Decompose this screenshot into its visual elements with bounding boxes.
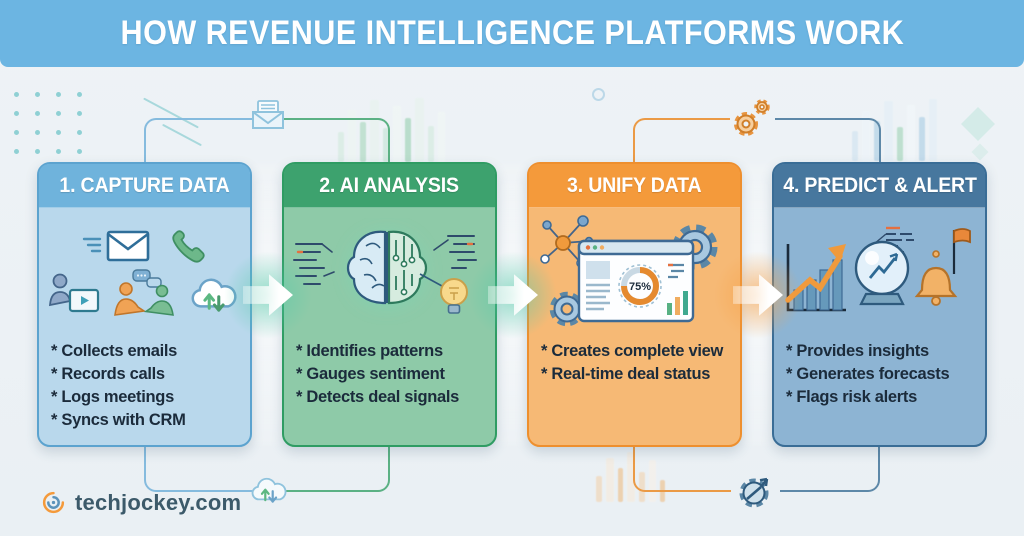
bullet-item: * Generates forecasts xyxy=(786,365,950,384)
card-icon-cluster xyxy=(284,208,495,336)
circle-decoration xyxy=(592,88,605,101)
step-card-predict-alert: 4. PREDICT & ALERT xyxy=(772,162,987,447)
brand-text: techjockey.com xyxy=(75,489,242,515)
connector-line xyxy=(780,447,880,492)
card-header: 3. UNIFY DATA xyxy=(529,164,740,208)
connector-line xyxy=(775,118,881,164)
bullet-list: * Provides insights * Generates forecasts… xyxy=(774,336,985,409)
bullet-item: * Creates complete view xyxy=(541,342,724,360)
bullet-item: * Identifies patterns xyxy=(296,342,443,360)
card-title: 2. AI ANALYSIS xyxy=(319,173,460,197)
dashboard-window-icon: 75% xyxy=(539,215,717,327)
card-header: 1. CAPTURE DATA xyxy=(39,164,250,208)
meeting-people-icon xyxy=(113,269,174,316)
skyline-decoration xyxy=(338,96,445,162)
card-icon-cluster: 75% xyxy=(529,208,740,336)
flow-arrow-2-icon xyxy=(468,249,558,341)
connector-line xyxy=(144,118,254,164)
lightbulb-icon xyxy=(439,278,468,314)
card-icon-cluster xyxy=(39,208,250,336)
bullet-list: * Collects emails * Records calls * Logs m… xyxy=(39,336,250,432)
bullet-item: * Logs meetings xyxy=(51,388,174,407)
card-title: 1. CAPTURE DATA xyxy=(59,173,230,197)
card-icon-cluster xyxy=(774,208,985,336)
card-header: 4. PREDICT & ALERT xyxy=(774,164,985,208)
ai-brain-icon xyxy=(292,230,477,314)
skyline-decoration xyxy=(852,95,937,161)
bullet-item: * Records calls xyxy=(51,365,165,384)
card-header: 2. AI ANALYSIS xyxy=(284,164,495,208)
person-video-icon xyxy=(48,273,99,313)
page-title: HOW REVENUE INTELLIGENCE PLATFORMS WORK xyxy=(120,14,904,52)
cloud-arrows-icon xyxy=(251,477,287,503)
sync-gear-icon xyxy=(739,477,769,508)
connector-line xyxy=(285,447,390,492)
brand: techjockey.com xyxy=(40,489,241,516)
title-bar: HOW REVENUE INTELLIGENCE PLATFORMS WORK xyxy=(0,0,1024,67)
bullet-item: * Gauges sentiment xyxy=(296,365,445,384)
predict-alert-icons xyxy=(784,226,971,312)
step-card-ai-analysis: 2. AI ANALYSIS xyxy=(282,162,497,447)
flow-arrow-1-icon xyxy=(223,249,313,341)
diamond-decoration xyxy=(961,107,995,141)
phone-icon xyxy=(171,230,205,263)
bullet-item: * Flags risk alerts xyxy=(786,388,917,407)
gears-icon xyxy=(734,99,770,136)
flow-arrow-3-icon xyxy=(713,249,803,341)
bullet-item: * Detects deal signals xyxy=(296,388,460,407)
email-envelope-icon xyxy=(82,230,149,262)
bullet-item: * Collects emails xyxy=(51,342,178,360)
bullet-list: * Creates complete view * Real-time deal … xyxy=(529,336,740,386)
alert-bell-icon xyxy=(914,228,971,306)
dashboard-percent-label: 75% xyxy=(628,281,650,293)
card-title: 4. PREDICT & ALERT xyxy=(782,173,977,197)
connector-line xyxy=(633,118,730,164)
connector-line xyxy=(144,447,254,492)
step-card-capture-data: 1. CAPTURE DATA xyxy=(37,162,252,447)
connector-line xyxy=(633,447,731,492)
card-title: 3. UNIFY DATA xyxy=(567,173,702,197)
bullet-item: * Provides insights xyxy=(786,342,929,360)
swirl-logo-icon xyxy=(42,491,65,514)
connector-line xyxy=(282,118,390,164)
step-card-unify-data: 3. UNIFY DATA xyxy=(527,162,742,447)
bullet-list: * Identifies patterns * Gauges sentiment *… xyxy=(284,336,495,409)
bullet-item: * Syncs with CRM xyxy=(51,411,186,430)
email-letter-icon xyxy=(252,100,284,129)
dot-grid-decoration xyxy=(14,92,82,154)
diamond-decoration xyxy=(971,143,989,161)
bullet-item: * Real-time deal status xyxy=(541,365,711,384)
crystal-ball-icon xyxy=(854,240,909,306)
